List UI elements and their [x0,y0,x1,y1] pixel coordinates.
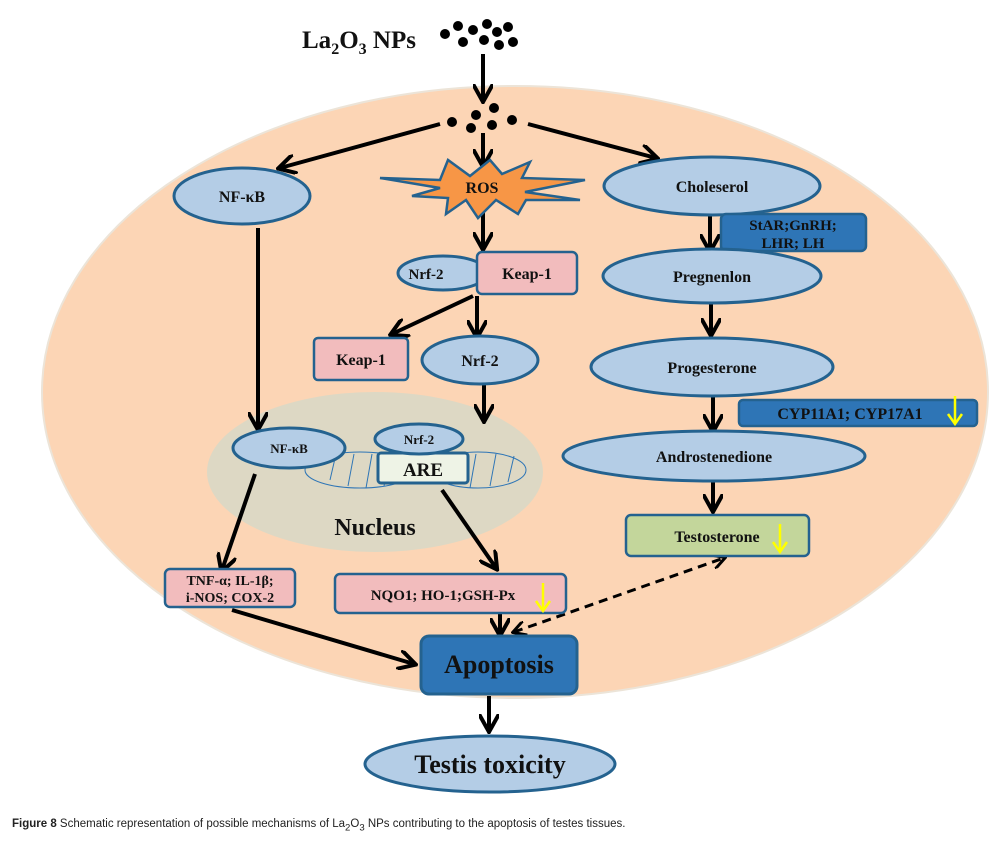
internalized-nanoparticles-icon [447,103,517,133]
caption-sub1: 2 [345,822,351,834]
node-cytokines[interactable]: TNF-α; IL-1β; i-NOS; COX-2 [163,567,297,609]
node-cyp11a1-cyp17a1[interactable]: CYP11A1; CYP17A1 [737,396,979,428]
testis-toxicity-label: Testis toxicity [414,750,565,779]
node-pregnenlon[interactable]: Pregnenlon [601,247,823,305]
node-apoptosis[interactable]: Apoptosis [419,634,579,696]
caption-sub2: 3 [359,822,365,834]
title-la2o3-nps: La2O3 NPs [302,27,416,58]
nrf2-nucleus-label: Nrf-2 [404,432,434,447]
nfkb-nucleus-label: NF-κB [270,441,308,456]
down-arrow-icon [771,524,789,555]
pregnenlon-label: Pregnenlon [673,269,751,286]
caption-label: Figure 8 [12,818,57,830]
arrow-complex-to-keap1 [392,294,474,334]
arrow-cytokines-to-apoptosis [231,608,414,664]
caption-text-a: Schematic representation of possible mec… [56,818,346,830]
arrow-nps-to-nfkb [280,122,441,168]
node-nqo1-ho1-gshpx[interactable]: NQO1; HO-1;GSH-Px [333,572,568,615]
down-arrow-icon [946,396,964,427]
node-nrf2-released[interactable]: Nrf-2 [420,334,540,386]
node-nfkb-cytoplasm[interactable]: NF-κB [172,166,312,226]
arrow-nps-to-cholesterol [527,122,656,158]
keap1-label: Keap-1 [336,352,386,369]
progesterone-label: Progesterone [667,360,756,377]
ros-label: ROS [466,180,499,197]
node-ros[interactable]: ROS [379,158,586,220]
caption-text-b: O [350,818,360,830]
cytokines-label-line1: TNF-α; IL-1β; [186,574,273,589]
apoptosis-label: Apoptosis [444,650,554,679]
node-nfkb-nucleus[interactable]: NF-κB [231,426,347,470]
down-arrow-icon [534,583,552,614]
arrow-are-to-nqo1 [440,488,496,568]
node-testis-toxicity[interactable]: Testis toxicity [363,734,617,794]
arrow-testosterone-apoptosis-dashed [514,558,724,632]
androstenedione-label: Androstenedione [656,449,772,466]
cyp-label: CYP11A1; CYP17A1 [777,406,922,423]
node-keap1-released[interactable]: Keap-1 [312,336,410,382]
arrow-nfkb-to-cytokines [222,473,257,570]
node-androstenedione[interactable]: Androstenedione [561,429,867,483]
node-progesterone[interactable]: Progesterone [589,336,835,398]
cholesterol-label: Choleserol [676,179,749,196]
nucleus-label: Nucleus [334,515,415,541]
ros-starburst-icon [379,158,586,220]
star-label-line2: LHR; LH [762,236,825,252]
nanoparticle-cluster-icon [440,19,518,50]
complex-keap1-label: Keap-1 [502,266,552,283]
nfkb-label: NF-κB [219,189,266,206]
are-label: ARE [403,460,443,481]
cytokines-label-line2: i-NOS; COX-2 [186,591,274,606]
complex-nrf2-label: Nrf-2 [409,267,444,283]
node-cholesterol[interactable]: Choleserol [602,155,822,217]
node-star-gnrh-lhr-lh[interactable]: StAR;GnRH; LHR; LH [719,212,868,253]
node-nrf2-keap1-complex[interactable]: Nrf-2 Keap-1 [396,250,579,296]
arrows [222,54,724,730]
nrf2-label: Nrf-2 [461,353,498,370]
node-testosterone[interactable]: Testosterone [624,513,811,558]
node-nrf2-are[interactable]: ARE Nrf-2 [373,422,470,485]
caption-text-c: NPs contributing to the apoptosis of tes… [364,818,626,830]
star-label-line1: StAR;GnRH; [749,218,837,234]
nqo1-label: NQO1; HO-1;GSH-Px [371,588,516,604]
testosterone-label: Testosterone [674,529,759,546]
figure-caption: Figure 8 Schematic representation of pos… [12,818,625,833]
